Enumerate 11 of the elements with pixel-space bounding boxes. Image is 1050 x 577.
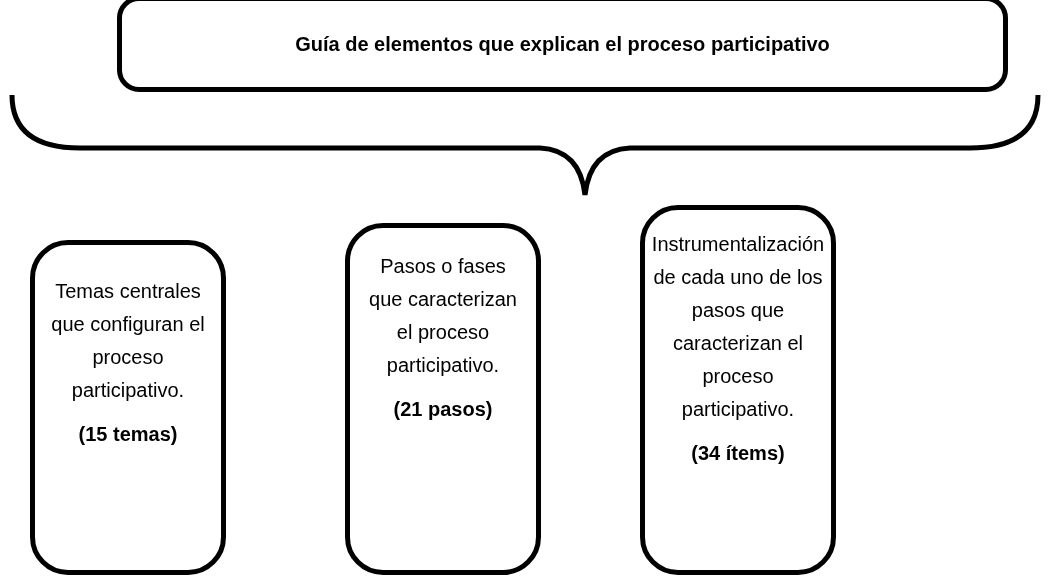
box-text: Pasos o fases que caracterizan el proceso participativo. (368, 254, 518, 378)
count-text: (21 pasos) (393, 398, 493, 421)
count-text: (15 temas) (78, 423, 178, 446)
title-box (117, 0, 1008, 92)
title-text: Guía de elementos que explican el proceso participativo (294, 33, 831, 56)
rounded-box (640, 205, 836, 575)
count-text: (34 ítems) (691, 442, 785, 465)
rounded-box (345, 223, 541, 575)
rounded-box (30, 240, 226, 575)
box-text: Temas centrales que configuran el proceso participativo. (50, 279, 206, 403)
box-text: Instrumentalización de cada uno de los pasos que caracterizan el proceso participativo. (650, 232, 826, 422)
